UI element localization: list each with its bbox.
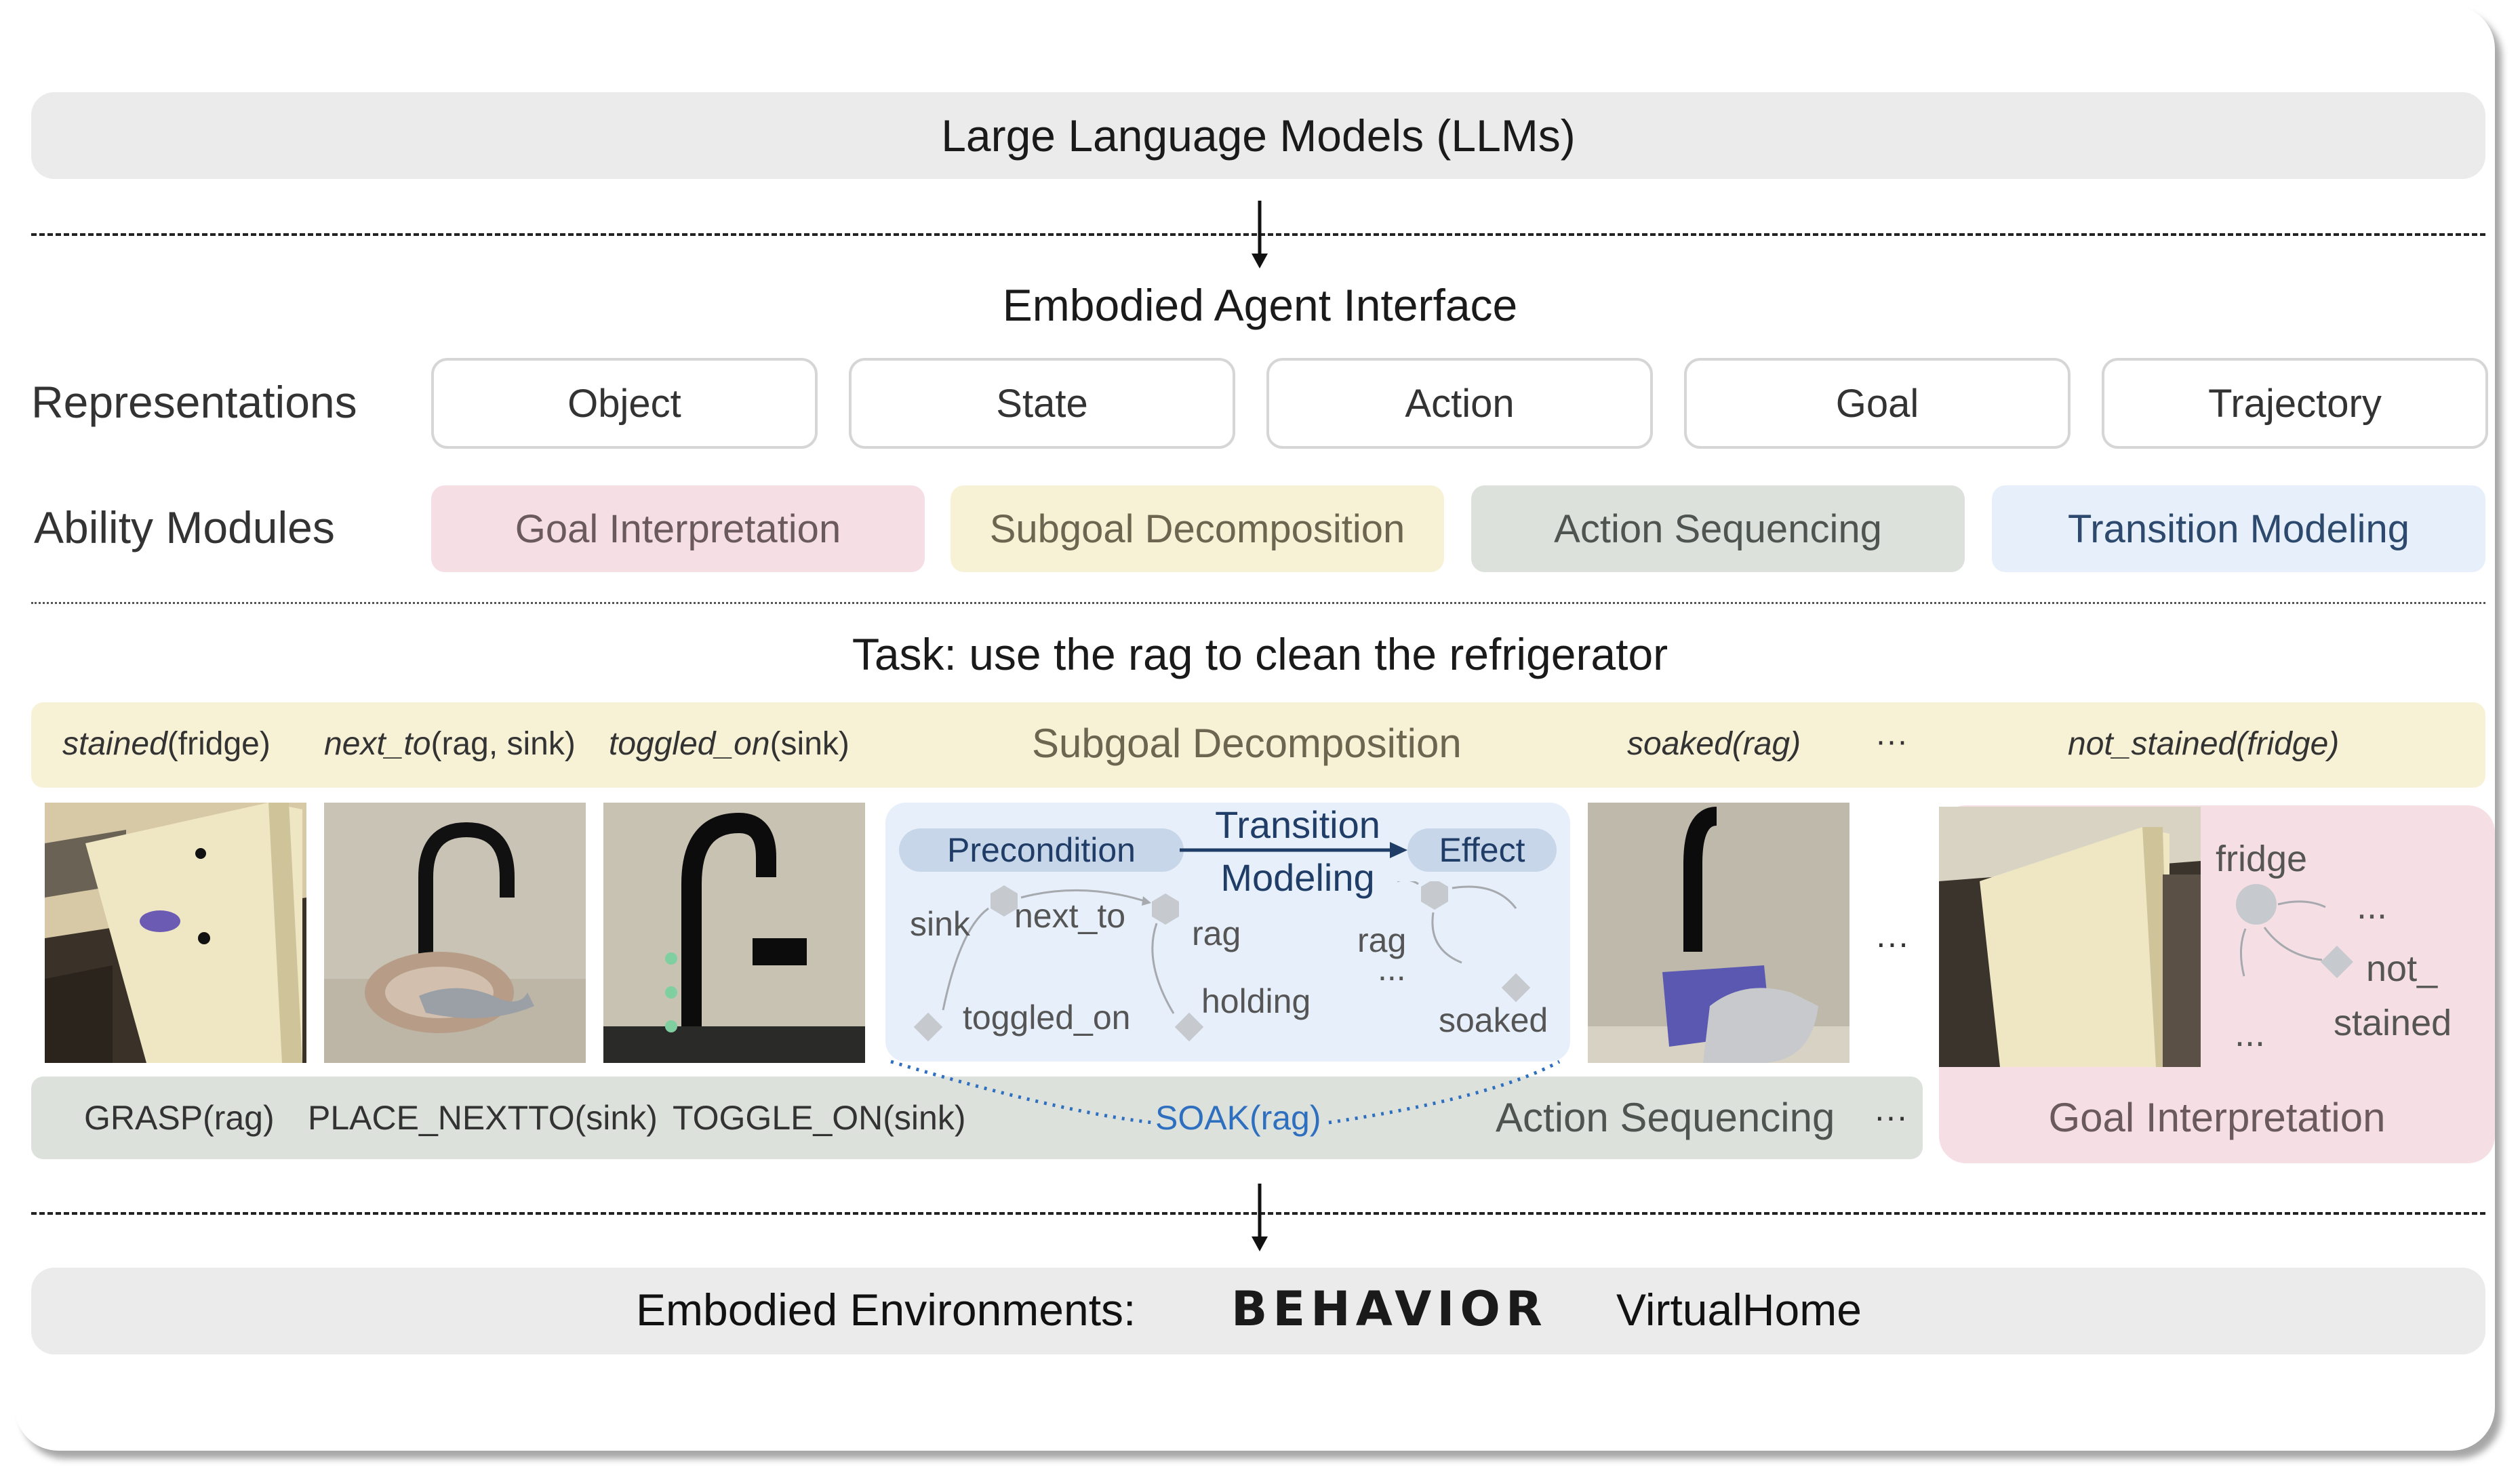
virtualhome-label: VirtualHome	[1616, 1285, 1862, 1335]
rep-object: Object	[431, 358, 818, 449]
module-transition-modeling: Transition Modeling	[1992, 485, 2485, 572]
goal-interpretation-label: Goal Interpretation	[2048, 1095, 2386, 1140]
soaked-node	[1501, 973, 1531, 1003]
toggled-on-node	[913, 1012, 943, 1042]
transition-graph	[913, 881, 1531, 1042]
rep-trajectory: Trajectory	[2102, 358, 2488, 449]
modules-label: Ability Modules	[34, 502, 335, 552]
subgoal-pred-next-to: next_to(rag, sink)	[324, 726, 576, 762]
goal-node-stained: stained	[2334, 1003, 2452, 1043]
subgoal-pred-stained: stained(fridge)	[62, 726, 271, 762]
goal-ellipsis-1: ...	[2357, 886, 2388, 927]
goal-node-not: not_	[2366, 948, 2438, 989]
node-label-toggled-on: toggled_on	[963, 999, 1131, 1037]
node-label-soaked: soaked	[1439, 1001, 1548, 1039]
rep-goal: Goal	[1684, 358, 2071, 449]
llm-title: Large Language Models (LLMs)	[941, 110, 1576, 161]
transition-arrow-icon	[1180, 842, 1407, 858]
effect-pill: Effect	[1407, 828, 1557, 872]
module-action-sequencing: Action Sequencing	[1471, 485, 1965, 572]
behavior-logo-text: BEHAVIOR	[1231, 1281, 1548, 1337]
node-label-sink: sink	[910, 905, 970, 943]
fridge-goal-image	[1939, 807, 2201, 1067]
subgoal-pred-toggled-on: toggled_on(sink)	[609, 726, 849, 762]
module-goal-interpretation: Goal Interpretation	[431, 485, 925, 572]
not-stained-node	[2320, 945, 2354, 979]
edge-label-next-to: next_to	[1014, 897, 1126, 935]
faucet-on-image	[603, 803, 865, 1063]
environments-label: Embodied Environments:	[636, 1285, 1136, 1335]
arrow-down-icon-2	[1252, 1184, 1268, 1251]
environments-bar	[31, 1268, 2485, 1354]
llm-bar: Large Language Models (LLMs)	[31, 92, 2485, 179]
transition-title-line1: Transition	[1215, 803, 1380, 846]
representations-label: Representations	[31, 377, 357, 427]
fridge-node	[2236, 884, 2277, 925]
node-label-holding: holding	[1201, 982, 1311, 1020]
rep-action: Action	[1266, 358, 1653, 449]
action-sequencing-bar	[31, 1076, 1923, 1159]
subgoal-pred-not-stained: not_stained(fridge)	[2068, 726, 2340, 762]
action-sequencing-label: Action Sequencing	[1496, 1095, 1835, 1140]
holding-node	[1174, 1012, 1204, 1042]
goal-graph	[2236, 884, 2354, 979]
rep-state: State	[849, 358, 1235, 449]
transition-title-line2: Modeling	[1220, 856, 1375, 899]
subgoal-ellipsis: ···	[1875, 723, 1908, 759]
action-ellipsis: ···	[1874, 1098, 1908, 1135]
arrow-down-icon	[1252, 201, 1268, 268]
node-label-rag: rag	[1192, 914, 1241, 952]
sink-node	[991, 885, 1018, 917]
action-toggle-on: TOGGLE_ON(sink)	[673, 1099, 966, 1137]
dotted-divider	[31, 602, 2485, 604]
action-soak: SOAK(rag)	[1155, 1099, 1321, 1137]
task-title: Task: use the rag to clean the refrigera…	[852, 629, 1668, 679]
subgoal-decomposition-label: Subgoal Decomposition	[1032, 721, 1462, 766]
action-place-nextto: PLACE_NEXTTO(sink)	[308, 1099, 658, 1137]
behavior-logo: BEHAVIOR	[1231, 1281, 1557, 1342]
faucet-rag-image	[324, 803, 586, 1063]
node-ellipsis: ...	[1378, 950, 1406, 988]
soaked-rag-image	[1588, 803, 1849, 1063]
rag-node	[1152, 893, 1179, 925]
node-label-rag-effect: rag	[1357, 921, 1407, 959]
image-row-ellipsis: ···	[1875, 924, 1909, 962]
module-subgoal-decomposition: Subgoal Decomposition	[951, 485, 1444, 572]
goal-node-fridge: fridge	[2216, 839, 2308, 879]
subgoal-bar	[31, 702, 2485, 788]
subgoal-pred-soaked: soaked(rag)	[1627, 726, 1801, 762]
precondition-pill: Precondition	[899, 828, 1184, 872]
action-grasp: GRASP(rag)	[84, 1099, 275, 1137]
fridge-stained-image	[45, 803, 306, 1063]
interface-title: Embodied Agent Interface	[1002, 280, 1518, 330]
goal-ellipsis-2: ...	[2235, 1013, 2266, 1054]
rag-effect-node	[1421, 881, 1448, 910]
soak-link-lines	[890, 1060, 1561, 1125]
